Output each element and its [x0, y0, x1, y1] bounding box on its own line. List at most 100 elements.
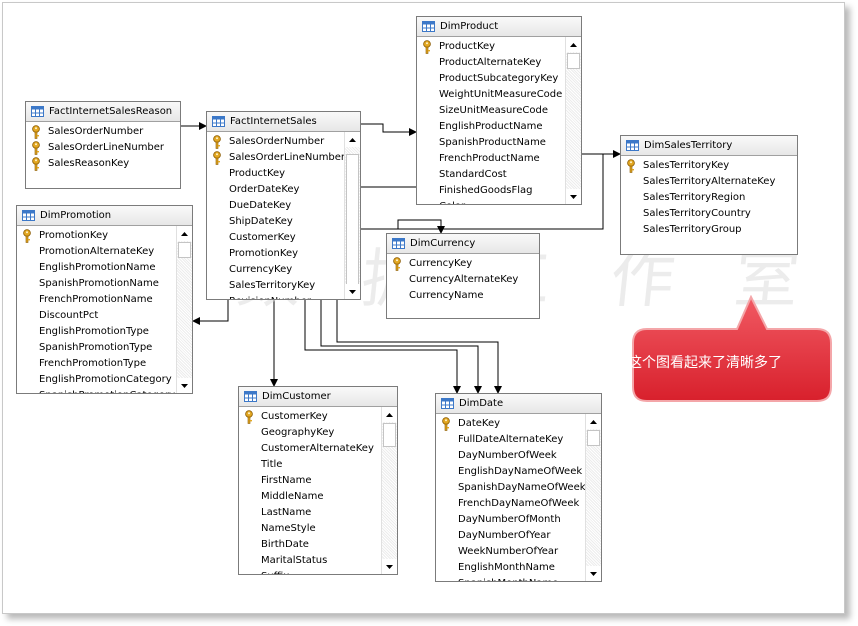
- scroll-up-button[interactable]: [177, 226, 192, 241]
- column-row[interactable]: BirthDate: [239, 537, 374, 553]
- column-row[interactable]: LastName: [239, 505, 374, 521]
- column-row[interactable]: EnglishDayNameOfWeek: [436, 464, 586, 480]
- scroll-down-button[interactable]: [586, 566, 601, 581]
- column-row[interactable]: CurrencyKey: [207, 262, 345, 278]
- vertical-scrollbar[interactable]: [565, 37, 581, 204]
- table-header[interactable]: FactInternetSales: [207, 112, 360, 132]
- vertical-scrollbar[interactable]: [176, 226, 192, 393]
- column-row[interactable]: EnglishPromotionType: [17, 324, 175, 340]
- column-row[interactable]: SizeUnitMeasureCode: [417, 103, 562, 119]
- column-row[interactable]: SalesTerritoryAlternateKey: [621, 174, 775, 190]
- column-row[interactable]: SalesTerritoryGroup: [621, 222, 775, 238]
- table-header[interactable]: DimPromotion: [17, 206, 192, 226]
- scroll-thumb[interactable]: [587, 430, 600, 446]
- scroll-thumb[interactable]: [178, 242, 191, 258]
- column-row[interactable]: CustomerKey: [207, 230, 345, 246]
- column-row[interactable]: FirstName: [239, 473, 374, 489]
- column-row[interactable]: SalesTerritoryKey: [621, 158, 775, 174]
- column-row[interactable]: SalesOrderLineNumber: [26, 140, 164, 156]
- column-row[interactable]: MaritalStatus: [239, 553, 374, 569]
- column-row[interactable]: OrderDateKey: [207, 182, 345, 198]
- table-header[interactable]: DimCurrency: [387, 234, 539, 254]
- scroll-down-button[interactable]: [382, 559, 397, 574]
- column-row[interactable]: CustomerAlternateKey: [239, 441, 374, 457]
- column-row[interactable]: DueDateKey: [207, 198, 345, 214]
- column-row[interactable]: SalesOrderNumber: [207, 134, 345, 150]
- column-row[interactable]: WeekNumberOfYear: [436, 544, 586, 560]
- column-row[interactable]: CurrencyAlternateKey: [387, 272, 518, 288]
- column-row[interactable]: CurrencyName: [387, 288, 518, 304]
- column-row[interactable]: CurrencyKey: [387, 256, 518, 272]
- column-row[interactable]: FrenchPromotionName: [17, 292, 175, 308]
- column-row[interactable]: CustomerKey: [239, 409, 374, 425]
- column-row[interactable]: RevisionNumber: [207, 294, 345, 299]
- column-row[interactable]: SpanishPromotionCategory: [17, 388, 175, 393]
- column-row[interactable]: SalesReasonKey: [26, 156, 164, 172]
- column-row[interactable]: PromotionKey: [17, 228, 175, 244]
- column-row[interactable]: NameStyle: [239, 521, 374, 537]
- scroll-down-button[interactable]: [177, 378, 192, 393]
- column-row[interactable]: EnglishProductName: [417, 119, 562, 135]
- column-row[interactable]: ProductKey: [417, 39, 562, 55]
- table-header[interactable]: DimProduct: [417, 17, 581, 37]
- column-row[interactable]: SalesOrderLineNumber: [207, 150, 345, 166]
- column-row[interactable]: SpanishDayNameOfWeek: [436, 480, 586, 496]
- vertical-scrollbar[interactable]: [381, 407, 397, 574]
- column-row[interactable]: ProductSubcategoryKey: [417, 71, 562, 87]
- scroll-up-button[interactable]: [566, 37, 581, 52]
- column-row[interactable]: SalesOrderNumber: [26, 124, 164, 140]
- scroll-up-button[interactable]: [382, 407, 397, 422]
- column-row[interactable]: FrenchPromotionType: [17, 356, 175, 372]
- vertical-scrollbar[interactable]: [344, 132, 360, 299]
- column-row[interactable]: SpanishProductName: [417, 135, 562, 151]
- scroll-thumb[interactable]: [346, 154, 359, 290]
- table-header[interactable]: DimCustomer: [239, 387, 397, 407]
- column-row[interactable]: ProductAlternateKey: [417, 55, 562, 71]
- scroll-down-button[interactable]: [566, 189, 581, 204]
- column-row[interactable]: PromotionKey: [207, 246, 345, 262]
- column-row[interactable]: FrenchDayNameOfWeek: [436, 496, 586, 512]
- column-row[interactable]: SalesTerritoryCountry: [621, 206, 775, 222]
- column-row[interactable]: StandardCost: [417, 167, 562, 183]
- column-row[interactable]: PromotionAlternateKey: [17, 244, 175, 260]
- column-row[interactable]: DateKey: [436, 416, 586, 432]
- column-row[interactable]: EnglishMonthName: [436, 560, 586, 576]
- column-row[interactable]: DayNumberOfYear: [436, 528, 586, 544]
- column-row[interactable]: WeightUnitMeasureCode: [417, 87, 562, 103]
- column-row[interactable]: Title: [239, 457, 374, 473]
- scroll-up-button[interactable]: [345, 132, 360, 147]
- scroll-thumb[interactable]: [567, 53, 580, 69]
- column-row[interactable]: ProductKey: [207, 166, 345, 182]
- column-row[interactable]: DayNumberOfMonth: [436, 512, 586, 528]
- column-row[interactable]: SpanishMonthName: [436, 576, 586, 581]
- column-row[interactable]: FullDateAlternateKey: [436, 432, 586, 448]
- column-row[interactable]: ShipDateKey: [207, 214, 345, 230]
- table-header[interactable]: DimDate: [436, 394, 601, 414]
- column-row[interactable]: GeographyKey: [239, 425, 374, 441]
- column-row[interactable]: Color: [417, 199, 562, 204]
- column-row[interactable]: DayNumberOfWeek: [436, 448, 586, 464]
- column-row[interactable]: DiscountPct: [17, 308, 175, 324]
- column-row[interactable]: SalesTerritoryKey: [207, 278, 345, 294]
- column-row[interactable]: SpanishPromotionType: [17, 340, 175, 356]
- column-row[interactable]: EnglishPromotionCategory: [17, 372, 175, 388]
- table-header[interactable]: FactInternetSalesReason: [26, 102, 180, 122]
- vertical-scrollbar[interactable]: [585, 414, 601, 581]
- scroll-down-button[interactable]: [345, 284, 360, 299]
